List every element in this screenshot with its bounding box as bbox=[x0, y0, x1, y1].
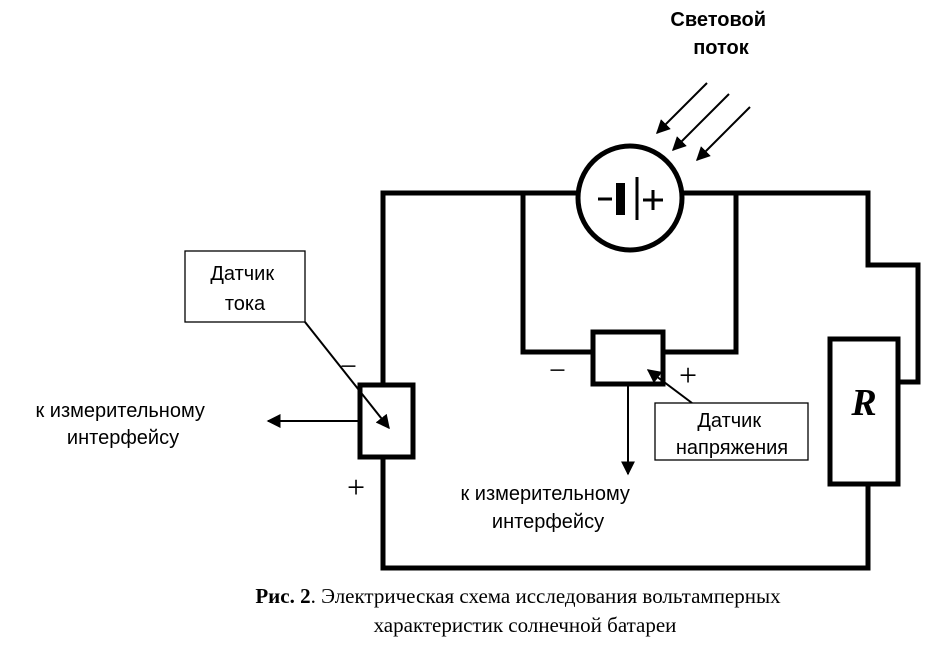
current-sensor bbox=[357, 382, 416, 460]
voltage-sensor-label: Датчик напряжения bbox=[676, 410, 788, 459]
wire-left-top bbox=[380, 190, 583, 393]
light-arrow-1 bbox=[656, 82, 708, 134]
circuit-wires bbox=[380, 190, 921, 571]
voltage-sensor-label-box bbox=[654, 402, 809, 461]
voltage-sensor-minus-sign: − bbox=[549, 354, 566, 387]
voltage-sensor bbox=[590, 329, 666, 387]
figure-caption-line-1: Рис. 2. Электрическая схема исследования… bbox=[255, 584, 781, 608]
light-arrow-3 bbox=[696, 106, 751, 161]
wire-left-bottom bbox=[380, 452, 871, 571]
resistor bbox=[827, 336, 901, 487]
solar-battery bbox=[575, 143, 685, 253]
light-arrow-2 bbox=[672, 93, 730, 151]
figure-caption-line-2: характеристик солнечной батареи bbox=[374, 613, 677, 637]
voltage-sensor-pointer-line bbox=[646, 369, 693, 404]
bottom-interface-label: к измерительному интерфейсу bbox=[460, 483, 635, 533]
figure-number: Рис. 2 bbox=[255, 584, 310, 608]
battery-negative-plate bbox=[616, 183, 625, 215]
resistor-label: R bbox=[850, 382, 876, 424]
current-sensor-label: Датчик тока bbox=[210, 263, 279, 315]
wire-right-top bbox=[677, 190, 921, 385]
current-sensor-label-box bbox=[184, 250, 306, 323]
voltage-sensor-plus-sign: + bbox=[679, 357, 697, 393]
light-flux-arrows bbox=[656, 82, 751, 161]
current-sensor-pointer-line bbox=[304, 321, 390, 430]
solar-battery-circle bbox=[575, 143, 685, 253]
light-flux-label: Световой поток bbox=[670, 9, 771, 59]
left-interface-label: к измерительному интерфейсу bbox=[35, 400, 210, 449]
current-sensor-plus-sign: + bbox=[347, 469, 365, 505]
current-sensor-minus-sign: − bbox=[340, 350, 357, 383]
wire-voltage-loop bbox=[520, 190, 739, 355]
